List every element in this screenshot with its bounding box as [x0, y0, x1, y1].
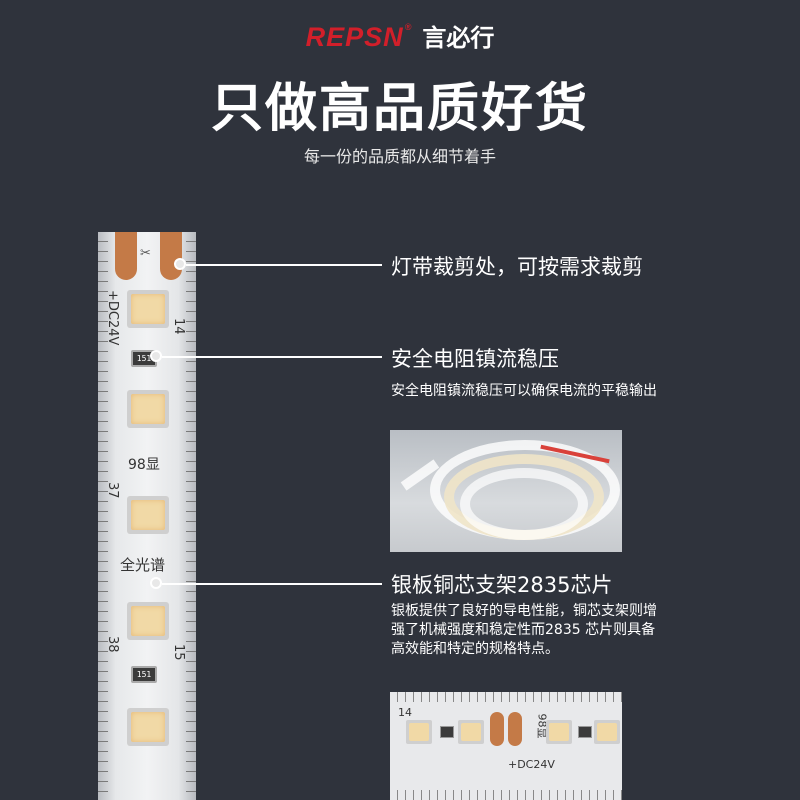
callout-desc-resistor: 安全电阻镇流稳压可以确保电流的平稳输出	[391, 383, 657, 399]
closeup-resistor	[578, 726, 592, 738]
scissors-icon: ✂	[140, 246, 151, 261]
callout-line-chip	[162, 583, 382, 585]
cri-label: 98显	[128, 457, 160, 473]
led-chip	[127, 390, 169, 428]
ruler-mark-37: 37	[105, 482, 120, 499]
closeup-led-chip	[406, 720, 432, 744]
resistor: 151	[131, 666, 157, 683]
closeup-copper-pad	[508, 712, 522, 746]
callout-dot-chip	[150, 577, 162, 589]
brand-logo: REPSN® 言必行	[0, 18, 800, 53]
callout-line-cut	[186, 264, 382, 266]
ruler-mark-38: 38	[105, 636, 120, 653]
closeup-led-chip	[594, 720, 620, 744]
closeup-led-chip	[546, 720, 572, 744]
brand-name-cn: 言必行	[422, 24, 495, 52]
ruler-right	[186, 232, 196, 800]
subheadline: 每一份的品质都从细节着手	[303, 147, 496, 166]
callout-title-chip: 银板铜芯支架2835芯片	[391, 573, 613, 597]
led-chip	[127, 496, 169, 534]
ruler-mark-14: 14	[171, 318, 186, 335]
closeup-resistor	[440, 726, 454, 738]
led-chip	[127, 602, 169, 640]
ruler-mark-15: 15	[171, 644, 186, 661]
spectrum-label: 全光谱	[120, 556, 166, 574]
callout-dot-resistor	[150, 350, 162, 362]
led-strip: ✂ +DC24V 14 151 98显 37 全光谱 38 15 151	[98, 232, 196, 800]
led-chip	[127, 708, 169, 746]
headline: 只做高品质好货	[210, 79, 589, 139]
strip-closeup-photo: 14 98显 +DC24V	[390, 692, 622, 800]
closeup-voltage-label: +DC24V	[508, 758, 555, 771]
voltage-label: +DC24V	[105, 290, 120, 346]
led-reel-photo	[390, 430, 622, 552]
callout-title-resistor: 安全电阻镇流稳压	[391, 347, 559, 371]
ruler-left	[98, 232, 108, 800]
copper-pad-right	[160, 232, 182, 280]
copper-pad-left	[115, 232, 137, 280]
callout-line-resistor	[162, 356, 382, 358]
closeup-mark-14: 14	[398, 706, 412, 719]
closeup-led-chip	[458, 720, 484, 744]
callout-dot-cut	[174, 258, 186, 270]
closeup-copper-pad	[490, 712, 504, 746]
brand-name-en: REPSN®	[305, 22, 413, 52]
led-chip	[127, 290, 169, 328]
callout-title-cut: 灯带裁剪处，可按需求裁剪	[391, 255, 643, 279]
callout-desc-chip: 银板提供了良好的导电性能，铜芯支架则增强了机械强度和稳定性而2835 芯片则具备…	[391, 603, 657, 657]
